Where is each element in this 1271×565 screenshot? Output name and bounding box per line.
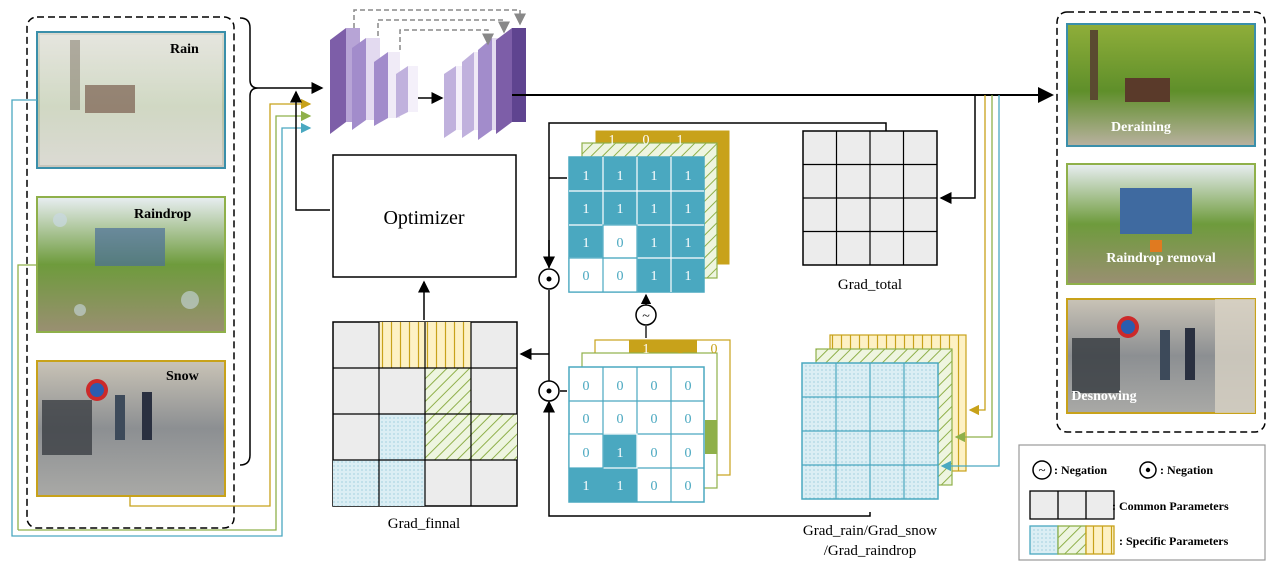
mask-bottom-cell: 0 — [685, 446, 692, 461]
grad-total-label: Grad_total — [838, 277, 902, 293]
input-brace — [239, 17, 259, 466]
teal-output-route — [940, 95, 1000, 472]
mask-bottom-cell: 1 — [583, 479, 590, 494]
mask-top-cell: 1 — [685, 202, 692, 217]
deraining-image — [1066, 23, 1256, 147]
mask-bottom-peek-1: 1 — [677, 342, 684, 357]
teal-route — [11, 99, 236, 537]
mask-bottom-cell: 0 — [651, 446, 658, 461]
snow-image — [36, 360, 226, 497]
encoder-blocks — [330, 28, 418, 134]
rain-label: Rain — [170, 42, 199, 57]
mask-top-cell: 0 — [617, 236, 624, 251]
legend-negation-dot: : Negation — [1160, 463, 1213, 477]
legend-negation-tilde: : Negation — [1054, 463, 1107, 477]
skip-connection-1 — [353, 9, 526, 28]
rain-image — [36, 31, 226, 169]
mask-bottom-peek-2: 0 — [711, 342, 718, 357]
mask-top-cell: 0 — [617, 269, 624, 284]
mask-top-cell: 1 — [685, 236, 692, 251]
grad-total-grid — [802, 130, 938, 266]
legend-common-label: : Common Parameters — [1112, 499, 1229, 513]
skip-connection-3 — [399, 29, 494, 50]
dot-top-glyph — [546, 276, 552, 282]
grad-finnal-grid — [332, 321, 518, 507]
mask-bottom-cell: 0 — [583, 412, 590, 427]
optimizer-box — [332, 154, 517, 278]
mask-top-cell: 1 — [583, 169, 590, 184]
mask-bottom-cell: 1 — [617, 479, 624, 494]
output-to-grad-total-arrow — [939, 95, 976, 204]
input-group-frame — [26, 16, 235, 529]
gold-route-input — [129, 98, 312, 507]
tilde-glyph: ~ — [642, 309, 650, 324]
mask-bottom-cell: 0 — [583, 379, 590, 394]
raindrop-removal-image — [1066, 163, 1256, 285]
optimizer-to-network-arrow — [290, 90, 330, 211]
mask-bottom-cell: 0 — [685, 379, 692, 394]
mask-top-peek-1: 0 — [643, 133, 650, 148]
mask-top-cell: 1 — [617, 202, 624, 217]
mask-bottom-cell: 0 — [651, 379, 658, 394]
mask-bottom-cell: 0 — [685, 412, 692, 427]
mask-top-cell: 1 — [685, 269, 692, 284]
mask-top-peek-2: 1 — [677, 133, 684, 148]
mask-top-peek-0: 1 — [609, 133, 616, 148]
mask-top-cell: 1 — [617, 169, 624, 184]
mask-top-cell: 0 — [583, 269, 590, 284]
raindrop-removal-label: Raindrop removal — [1106, 251, 1216, 266]
legend-dot-glyph — [1145, 467, 1151, 473]
teal-route-input — [236, 122, 312, 537]
optimizer-label: Optimizer — [383, 207, 464, 229]
mask-bottom-values: 1 1 0 0 0 0 0 0 0 0 0 0 1 0 0 1 1 0 0 — [583, 342, 718, 494]
mask-top-cell: 1 — [651, 169, 658, 184]
mask-bottom-cell: 0 — [651, 479, 658, 494]
mask-top-cell: 1 — [583, 236, 590, 251]
desnowing-image — [1066, 298, 1256, 414]
legend-tilde-glyph: ~ — [1038, 462, 1045, 477]
green-route — [17, 264, 37, 530]
raindrop-label: Raindrop — [134, 207, 192, 222]
grad-finnal-label: Grad_finnal — [388, 516, 460, 532]
raindrop-image — [36, 196, 226, 333]
mask-bottom-cell: 0 — [685, 479, 692, 494]
deraining-label: Deraining — [1111, 120, 1171, 135]
mask-top-cell: 1 — [583, 202, 590, 217]
desnowing-label: Desnowing — [1071, 389, 1136, 404]
legend-specific-swatch — [1029, 525, 1115, 555]
mask-bottom-cell: 0 — [617, 412, 624, 427]
legend-common-swatch — [1029, 490, 1115, 520]
decoder-blocks — [444, 28, 526, 140]
mask-top-cell: 1 — [651, 202, 658, 217]
mask-bottom-cell: 0 — [583, 446, 590, 461]
green-route-input — [18, 110, 312, 531]
mask-top-cell: 1 — [651, 269, 658, 284]
gold-output-route — [968, 95, 986, 416]
grad-specific-label-2: /Grad_raindrop — [824, 543, 916, 559]
dot-bottom-glyph — [546, 388, 552, 394]
mask-bottom-stack — [568, 339, 731, 503]
legend-specific-label: : Specific Parameters — [1119, 534, 1229, 548]
mask-bottom-cell: 0 — [651, 412, 658, 427]
mask-top-cell: 1 — [651, 236, 658, 251]
specific-to-bottom-dot-line — [543, 400, 871, 517]
grad-specific-stack — [801, 334, 967, 500]
green-output-route — [954, 95, 993, 443]
legend-tilde-icon — [1032, 460, 1052, 480]
mask-top-stack — [568, 129, 731, 293]
grad-specific-label-1: Grad_rain/Grad_snow — [803, 523, 937, 539]
mask-bottom-cell: 1 — [617, 446, 624, 461]
output-group-frame — [1056, 11, 1266, 433]
mask-bottom-cell: 0 — [617, 379, 624, 394]
skip-connection-2 — [377, 19, 510, 36]
mask-top-cell: 1 — [685, 169, 692, 184]
snow-label: Snow — [166, 369, 200, 384]
mask-bottom-peek-0: 1 — [643, 342, 650, 357]
mask-top-values: 1 0 1 1 1 1 1 1 1 1 1 1 0 1 1 0 0 1 1 — [583, 133, 692, 284]
